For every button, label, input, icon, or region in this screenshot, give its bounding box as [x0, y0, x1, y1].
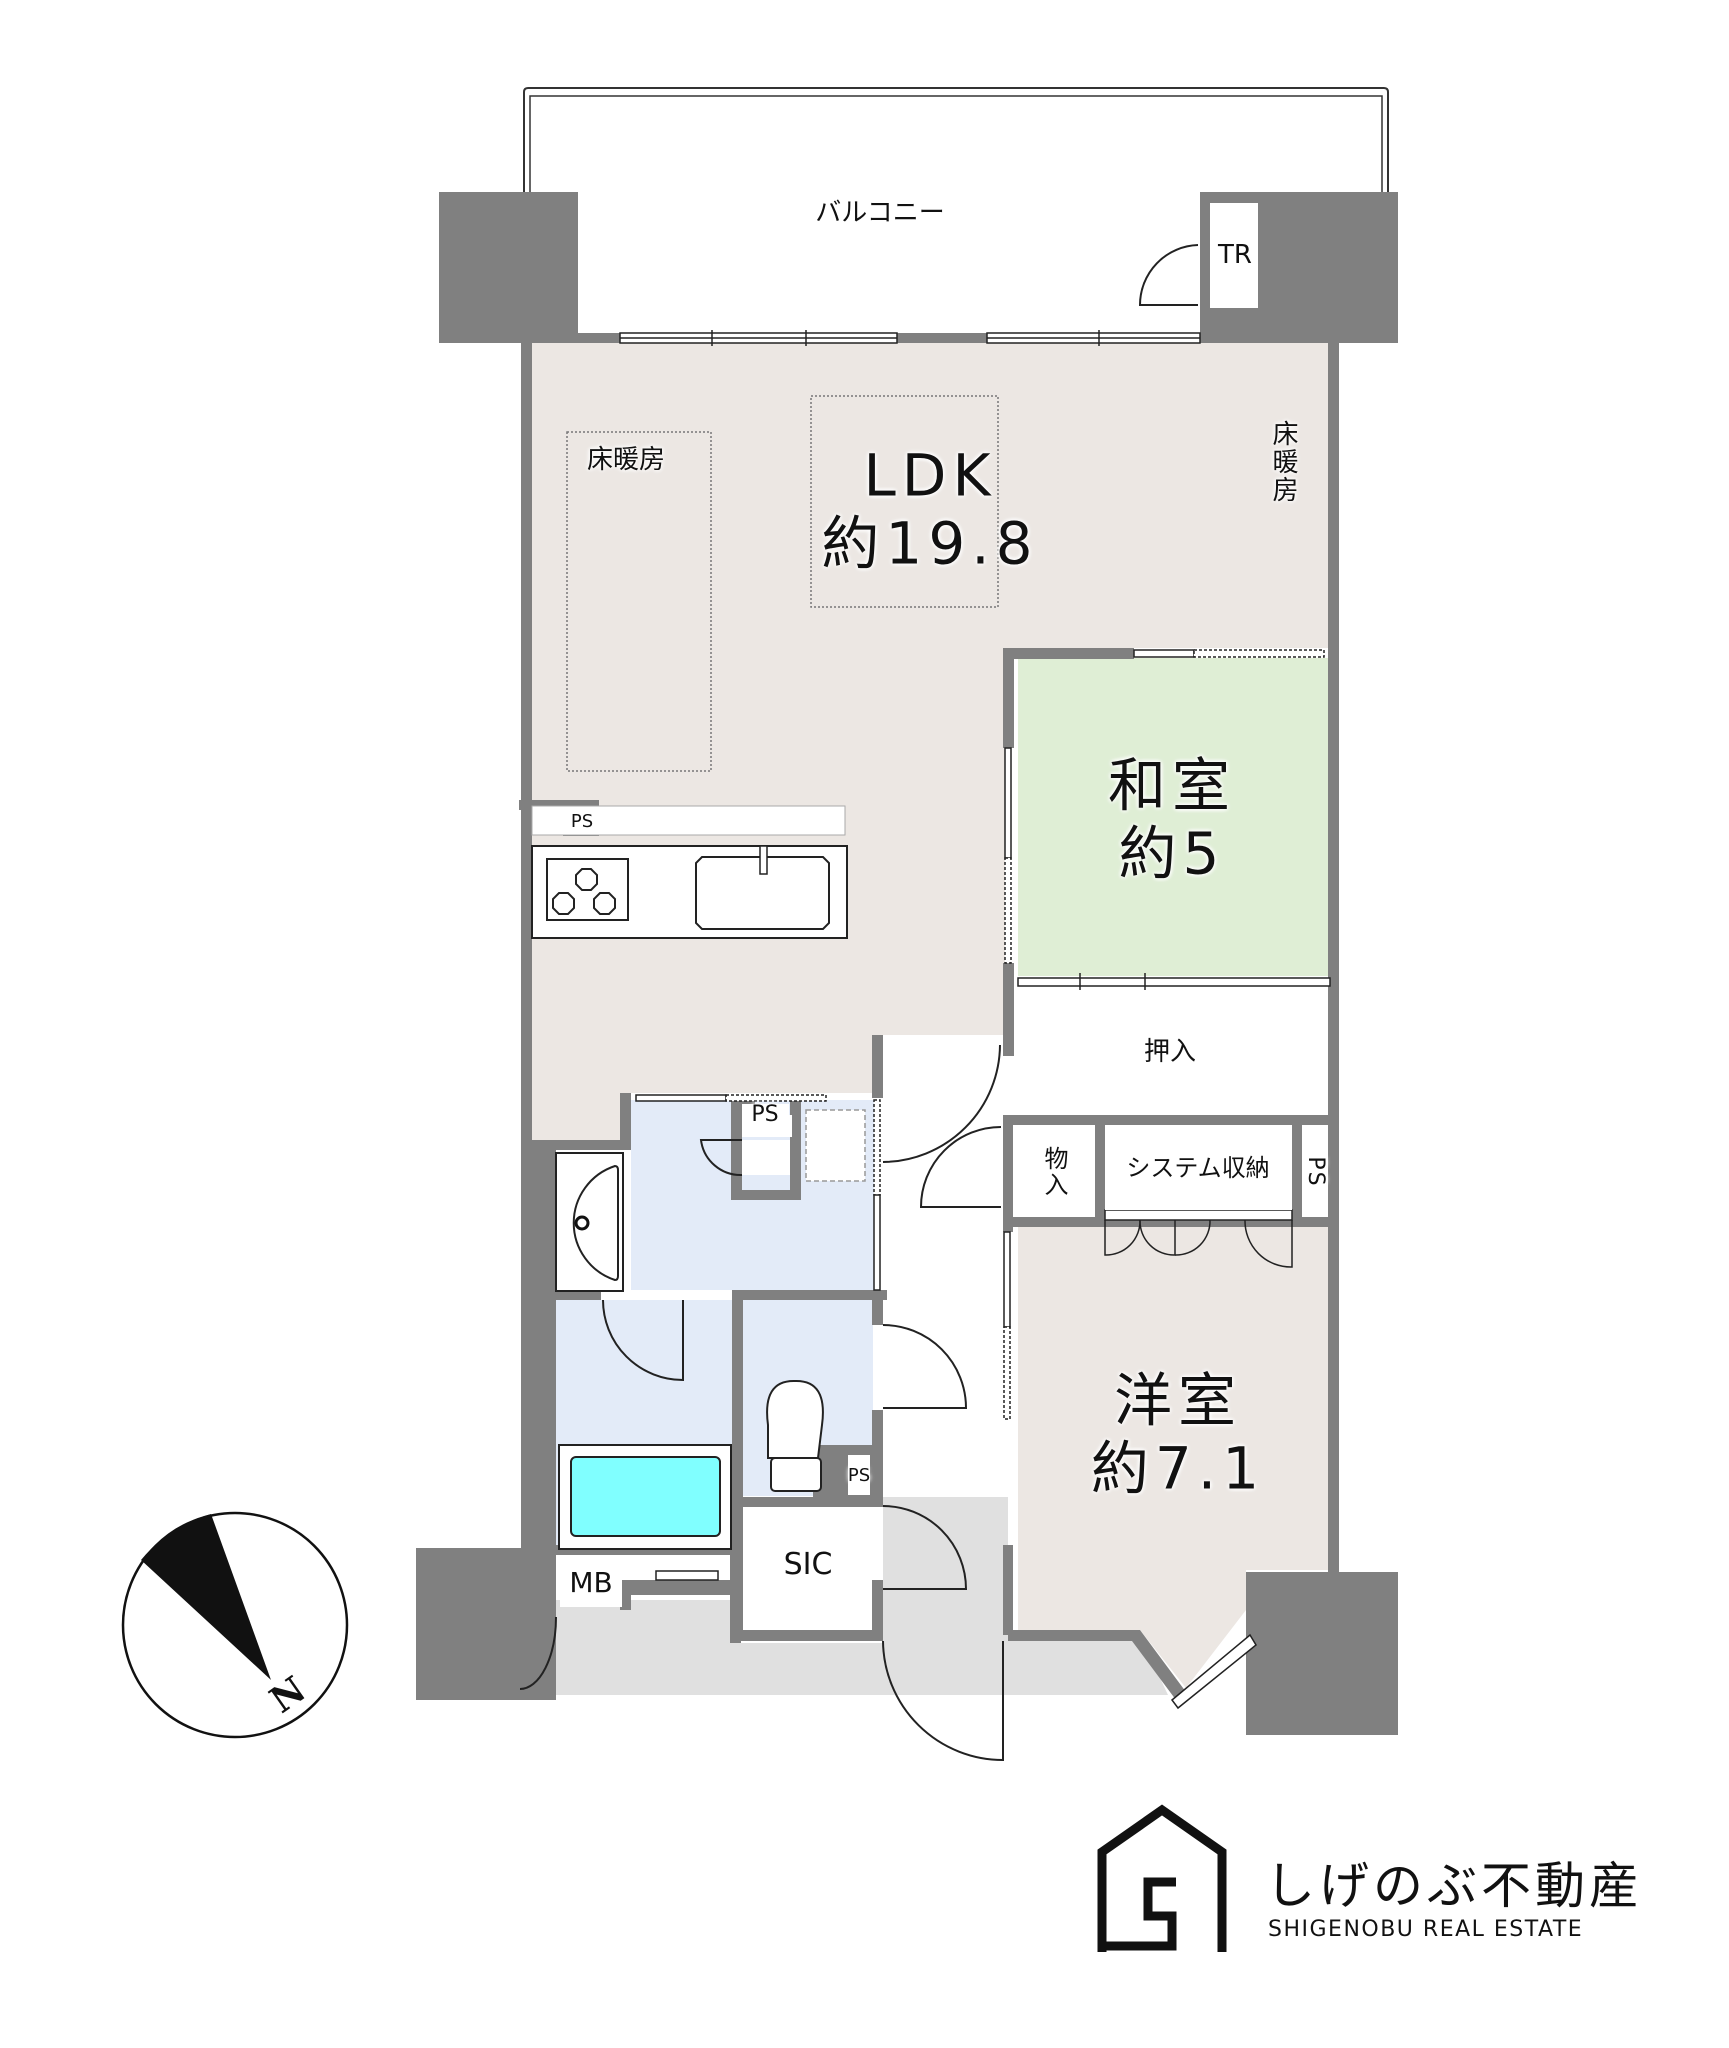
- ps-kitchen-label: PS: [570, 811, 594, 832]
- oshiire-label: 押入: [1143, 1037, 1197, 1067]
- room-washitsu-name: 和室: [1107, 751, 1237, 820]
- sliding-doors: [635, 649, 1331, 1420]
- ps-washroom-label: PS: [751, 1102, 779, 1127]
- room-youshitsu-size: 約7.1: [1090, 1435, 1266, 1503]
- windows: [619, 330, 1257, 1710]
- label-boxes: [560, 203, 1328, 1607]
- swing-doors: [519, 244, 1199, 1762]
- logo-name-jp: しげのぶ不動産: [1265, 1857, 1643, 1915]
- floor-heating-zones: [566, 395, 999, 772]
- bathtub: [558, 1444, 732, 1550]
- ldk-floor: [532, 343, 1330, 1140]
- room-ldk: LDK 約19.8: [821, 442, 1038, 579]
- washitsu-floor: [1018, 658, 1330, 976]
- room-ldk-size: 約19.8: [821, 510, 1039, 578]
- balcony-label: バルコニー: [815, 198, 945, 228]
- oshiire-floor: [1018, 988, 1330, 1115]
- compass-icon: [121, 1511, 349, 1739]
- system-storage-label: システム収納: [1126, 1154, 1270, 1182]
- toilet: [766, 1379, 824, 1492]
- balcony: [523, 87, 1389, 340]
- room-washitsu-size: 約5: [1118, 820, 1226, 888]
- sic-floor: [743, 1505, 873, 1633]
- room-washitsu: 和室 約5: [1108, 752, 1236, 889]
- entrance-floor: [556, 1497, 1168, 1695]
- ps-storage-label: PS: [1303, 1156, 1328, 1188]
- hallway-floor: [883, 1035, 1001, 1497]
- floor-heating-label-1: 床暖房: [586, 445, 666, 475]
- mb-label: MB: [569, 1566, 613, 1599]
- kitchen: [531, 805, 848, 939]
- floor-heating-label-2: 床暖房: [1268, 420, 1298, 504]
- logo-house-icon: [1097, 1804, 1227, 1952]
- room-ldk-name: LDK: [863, 441, 997, 510]
- room-youshitsu: 洋室 約7.1: [1091, 1367, 1265, 1504]
- logo-name-en: SHIGENOBU REAL ESTATE: [1268, 1917, 1584, 1942]
- room-youshitsu-name: 洋室: [1113, 1366, 1242, 1435]
- youshitsu-floor: [1018, 1227, 1330, 1688]
- washroom-fixtures: [555, 1109, 866, 1292]
- sic-label: SIC: [783, 1547, 833, 1582]
- ps-toilet-label: PS: [847, 1465, 871, 1486]
- trunk-room-label: TR: [1218, 240, 1252, 270]
- monoire-label: 物入: [1040, 1146, 1068, 1198]
- walls: [416, 192, 1398, 1735]
- system-storage-doors: [1104, 1209, 1293, 1268]
